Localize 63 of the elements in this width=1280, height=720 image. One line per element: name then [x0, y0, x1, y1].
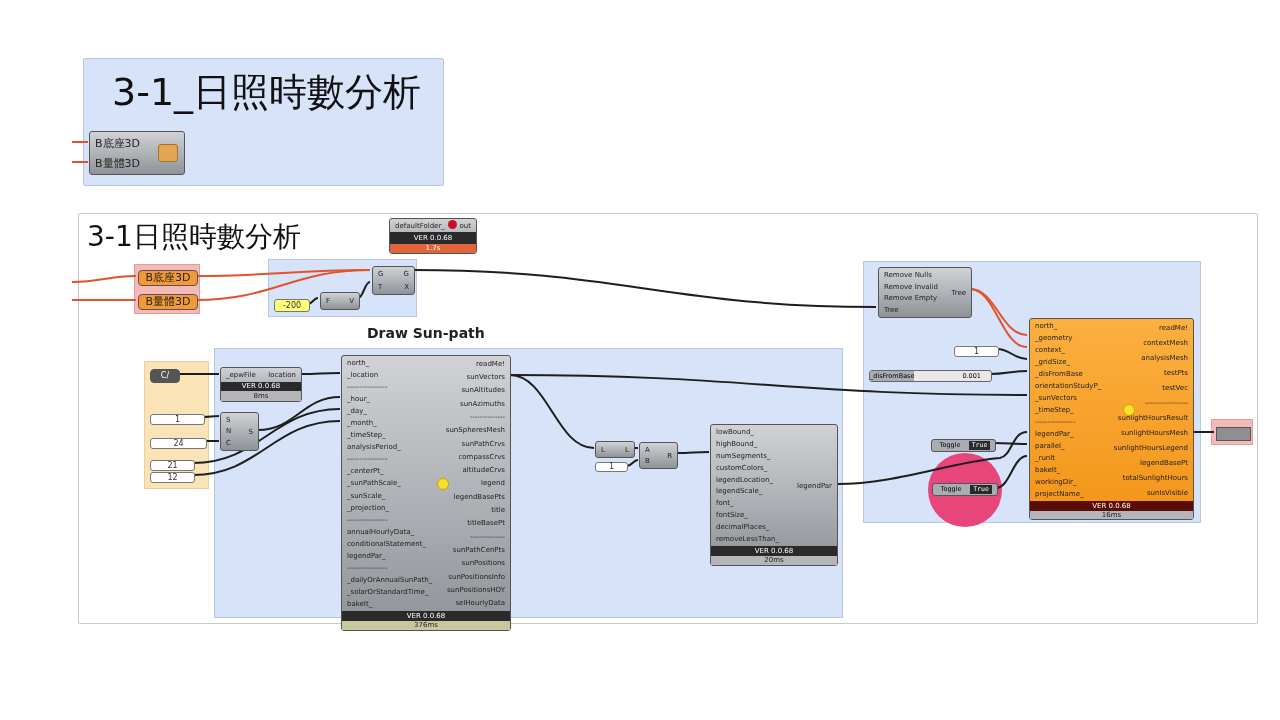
parameter-chip: C/: [150, 369, 180, 383]
wire: [996, 348, 1028, 360]
wire: [192, 408, 341, 464]
wire: [836, 431, 1028, 485]
wire: [357, 281, 371, 299]
wire: [969, 288, 1028, 348]
parameter-chip: B量體3D: [138, 294, 198, 310]
group-panel: [268, 259, 417, 317]
component-box: [372, 266, 415, 295]
group-title: Draw Sun-path: [367, 325, 485, 341]
group-panel: [134, 264, 200, 314]
component-box: [89, 131, 185, 175]
wire: [307, 297, 319, 305]
toggle-switch: [931, 439, 996, 452]
number-panel: 12: [150, 472, 195, 483]
wire: [202, 415, 220, 418]
number-panel: -200: [274, 299, 310, 312]
component-box: [639, 442, 678, 469]
input-label: B量體3D: [95, 156, 140, 170]
component-box: [710, 424, 838, 566]
toggle-switch: [932, 483, 998, 496]
wire: [192, 420, 341, 476]
wire: [71, 141, 89, 143]
component-box: [320, 292, 360, 310]
component-box: [220, 367, 302, 402]
wire: [257, 396, 341, 431]
wire: [989, 370, 1028, 375]
number-panel: 1: [150, 414, 205, 425]
group-panel: [1211, 419, 1253, 445]
wire: [195, 269, 371, 301]
component-box: [389, 218, 477, 254]
mesh-param: [1216, 427, 1251, 441]
wire: [412, 269, 877, 308]
wire: [1191, 431, 1215, 433]
number-panel: 21: [150, 460, 195, 471]
parameter-chip: B底座3D: [138, 270, 198, 286]
wire: [626, 459, 639, 467]
wire: [71, 275, 137, 283]
input-label: B底座3D: [95, 136, 140, 150]
wire: [71, 161, 89, 163]
group-panel: [144, 361, 209, 489]
component-box: [220, 412, 259, 451]
wire: [676, 451, 710, 454]
group-panel: [863, 261, 1201, 523]
number-panel: 1: [595, 462, 628, 472]
component-box: [1029, 318, 1194, 520]
wire: [177, 373, 220, 375]
wire: [300, 372, 341, 375]
group-title: 3-1_日照時數分析: [112, 69, 422, 116]
wire: [633, 447, 639, 449]
number-panel: 1: [954, 346, 999, 357]
wire: [509, 374, 1028, 396]
component-box: [341, 355, 511, 631]
component-box: [595, 441, 635, 458]
wire: [204, 440, 220, 442]
group-title: 3-1日照時數分析: [87, 219, 301, 255]
wire: [995, 455, 1028, 489]
number-panel: 24: [150, 438, 207, 449]
wire: [71, 299, 137, 301]
number-slider: [869, 370, 992, 382]
component-box: [878, 267, 972, 318]
group-panel: [83, 58, 444, 186]
wire: [993, 442, 1028, 445]
